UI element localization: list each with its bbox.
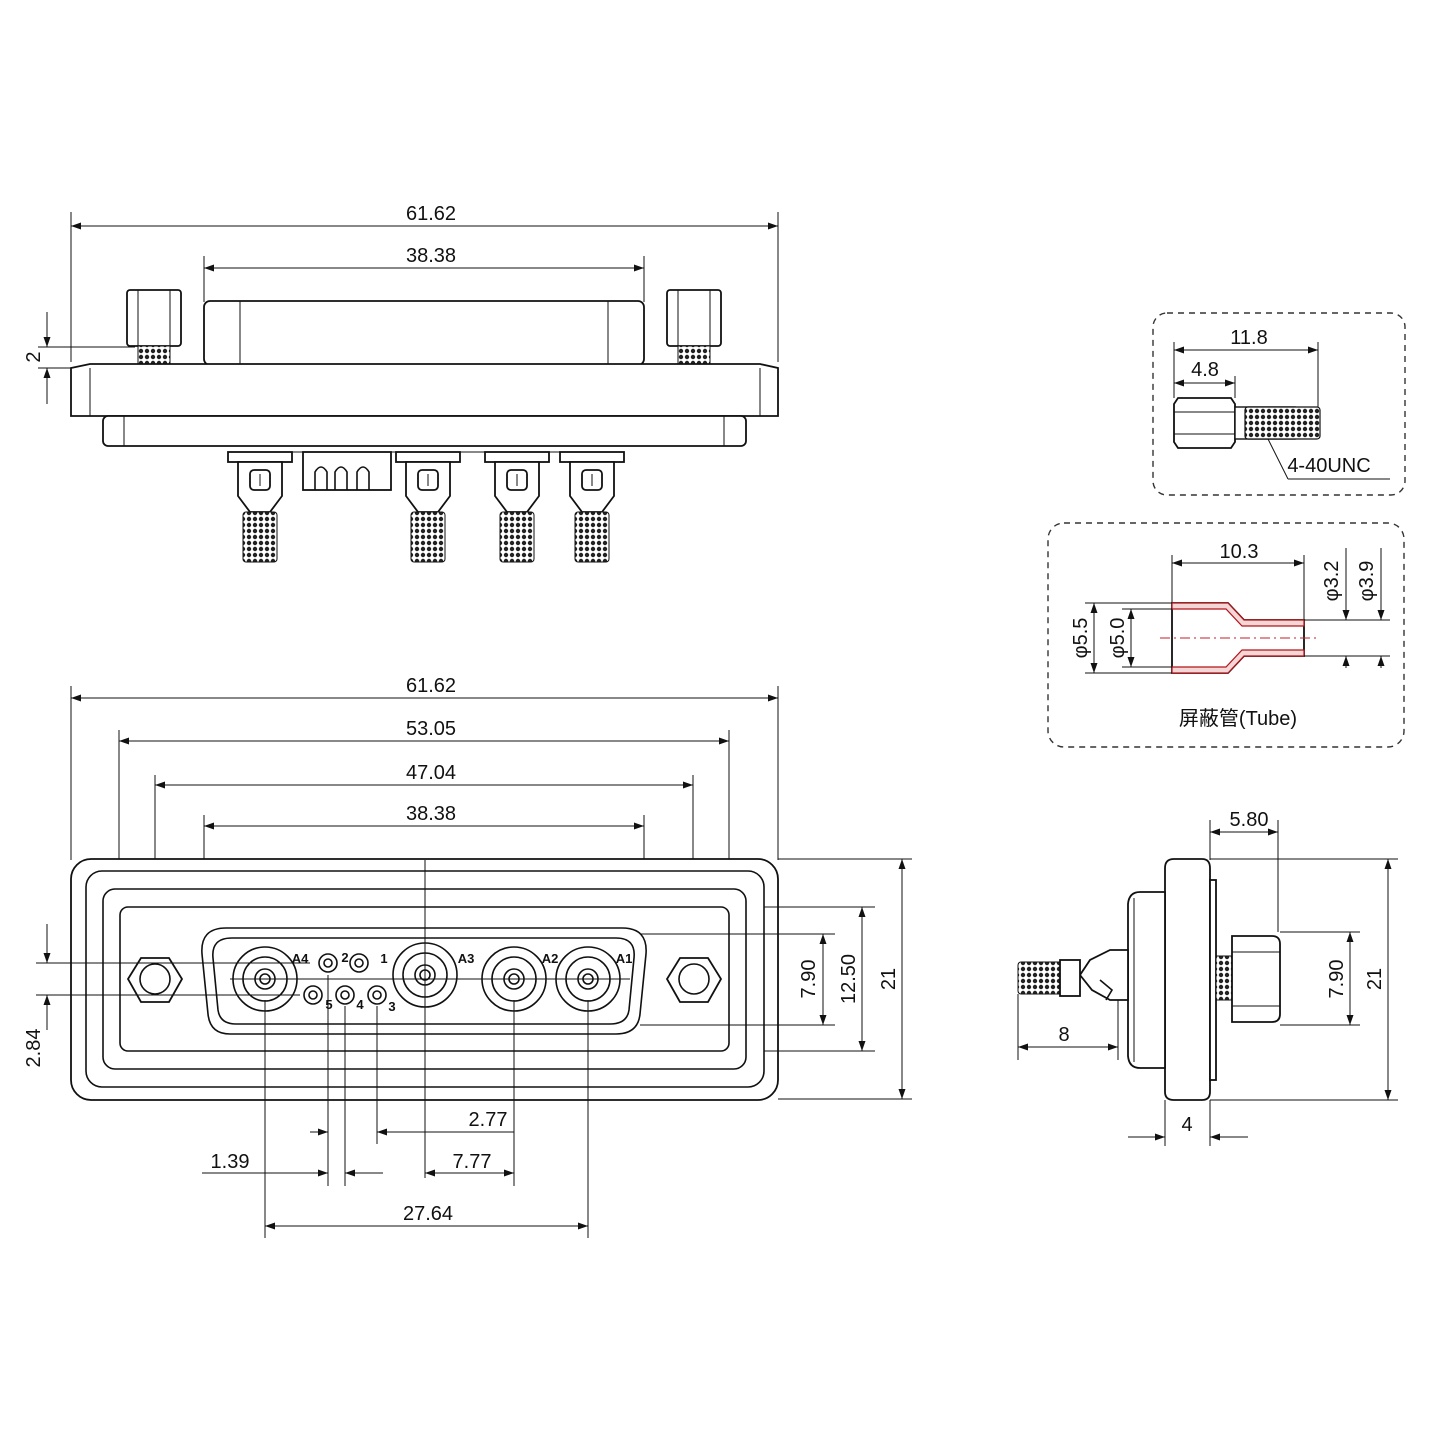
front-power-span: 27.64 bbox=[403, 1203, 453, 1225]
signal-pins bbox=[303, 953, 387, 1005]
tube-d-small-outer: φ3.9 bbox=[1356, 561, 1378, 602]
front-center-offset: 7.77 bbox=[453, 1151, 492, 1173]
tube-length: 10.3 bbox=[1220, 541, 1259, 563]
tube-d-small-inner: φ3.2 bbox=[1321, 561, 1343, 602]
tube-caption: 屏蔽管(Tube) bbox=[1179, 707, 1297, 730]
label-pin-5: 5 bbox=[325, 997, 332, 1012]
tube-detail: 10.3 φ3.2 φ3.9 φ5.5 φ5.0 屏蔽管(Tube) bbox=[1047, 522, 1405, 748]
top-shell-width: 38.38 bbox=[406, 245, 456, 267]
front-view: 61.62 53.05 47.04 38.38 bbox=[23, 675, 912, 1238]
front-pitch-signal: 1.39 bbox=[211, 1151, 250, 1173]
screw-thread-spec: 4-40UNC bbox=[1287, 455, 1370, 477]
tube-d-large-inner: φ5.0 bbox=[1107, 618, 1129, 659]
screw-total-length: 11.8 bbox=[1230, 327, 1267, 349]
label-pin-3: 3 bbox=[388, 999, 395, 1014]
label-pin-4: 4 bbox=[356, 997, 364, 1012]
top-flange-thickness: 2 bbox=[23, 351, 45, 362]
front-overall-width: 61.62 bbox=[406, 675, 456, 697]
screw-detail: 11.8 4.8 4-40UNC bbox=[1152, 312, 1406, 496]
label-a1: A1 bbox=[616, 951, 633, 966]
front-height-inner: 7.90 bbox=[798, 960, 820, 999]
front-shell-width: 38.38 bbox=[406, 803, 456, 825]
side-height-overall: 21 bbox=[1364, 968, 1386, 990]
screw-head-length: 4.8 bbox=[1191, 359, 1219, 381]
label-a3: A3 bbox=[458, 951, 475, 966]
side-pin-length: 8 bbox=[1058, 1024, 1069, 1046]
label-pin-2: 2 bbox=[341, 950, 348, 965]
label-pin-1: 1 bbox=[380, 951, 387, 966]
front-hole-spacing: 47.04 bbox=[406, 762, 456, 784]
label-a4: A4 bbox=[292, 951, 309, 966]
top-view: 61.62 38.38 2 bbox=[23, 203, 779, 563]
side-height-inner: 7.90 bbox=[1326, 960, 1348, 999]
label-a2: A2 bbox=[542, 951, 559, 966]
front-hole-spacing-outer: 53.05 bbox=[406, 718, 456, 740]
side-view: 5.80 21 7.90 8 4 bbox=[1017, 809, 1398, 1146]
side-offset: 5.80 bbox=[1230, 809, 1269, 831]
front-height-mid: 12.50 bbox=[838, 954, 860, 1004]
side-flange-thickness: 4 bbox=[1181, 1114, 1192, 1136]
front-height-overall: 21 bbox=[878, 968, 900, 990]
front-pitch-small: 2.77 bbox=[469, 1109, 508, 1131]
top-overall-width: 61.62 bbox=[406, 203, 456, 225]
front-vertical-offset: 2.84 bbox=[23, 1029, 45, 1068]
tube-d-large-outer: φ5.5 bbox=[1070, 618, 1092, 659]
